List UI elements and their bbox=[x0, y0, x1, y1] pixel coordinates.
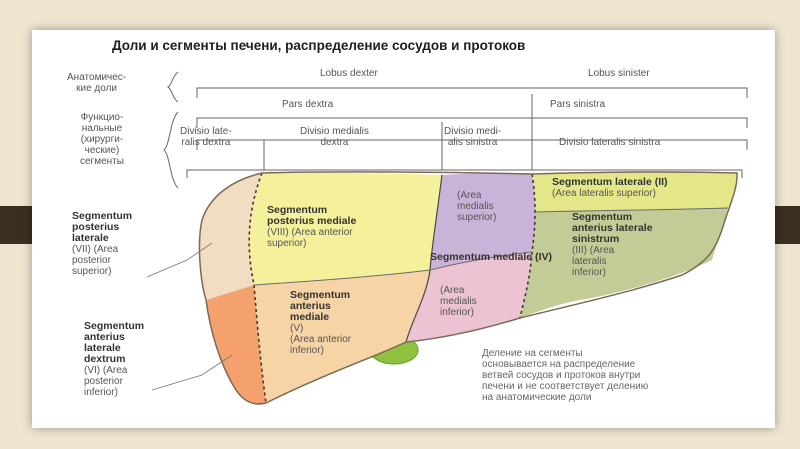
anatomical-lobes-label: Анатомичес-кие доли bbox=[67, 72, 127, 94]
pars-dextra-label: Pars dextra bbox=[282, 99, 334, 110]
segment-iii-label: Segmentum anterius laterale sinistrum (I… bbox=[572, 211, 653, 279]
segment-iv-superior bbox=[430, 173, 536, 270]
liver-diagram bbox=[146, 71, 748, 405]
segment-iv-inferior bbox=[406, 252, 532, 342]
segment-iv-superior-label: (Area medialis superior) bbox=[457, 190, 497, 223]
segment-vi bbox=[206, 285, 266, 404]
figure-title: Доли и сегменты печени, распределение со… bbox=[112, 38, 526, 53]
segment-iv-label: Segmentum mediale (IV) bbox=[430, 251, 552, 263]
segment-iv-inferior-label: (Area medialis inferior) bbox=[440, 285, 477, 318]
segment-ii bbox=[532, 171, 738, 212]
slide-image: Доли и сегменты печени, распределение со… bbox=[32, 30, 775, 428]
segment-viii bbox=[249, 172, 442, 285]
segment-viii-label: Segmentum posterius mediale (VIII) (Area… bbox=[267, 204, 357, 250]
segment-ii-label: Segmentum laterale (II) (Area lateralis … bbox=[552, 176, 668, 200]
lobus-dexter-label: Lobus dexter bbox=[320, 68, 378, 79]
liver-outline bbox=[198, 171, 738, 405]
pars-sinistra-label: Pars sinistra bbox=[550, 99, 606, 110]
lobus-sinister-label: Lobus sinister bbox=[588, 68, 650, 79]
divisio-lateralis-sinistra-label: Divisio lateralis sinistra bbox=[559, 137, 661, 148]
segment-vi-label: Segmentum anterius laterale dextrum (VI)… bbox=[84, 320, 145, 399]
divisio-lateralis-dextra-label: Divisio late-ralis dextra bbox=[180, 126, 232, 148]
segmentation-note: Деление на сегменты основывается на расп… bbox=[482, 348, 649, 403]
segment-vii bbox=[199, 173, 262, 300]
segment-v bbox=[254, 270, 430, 403]
segment-iii bbox=[520, 208, 728, 318]
segment-v-label: Segmentum anterius mediale (V) (Area ant… bbox=[290, 289, 352, 357]
divisio-medialis-sinistra-label: Divisio medi-alis sinistra bbox=[444, 126, 502, 148]
segment-vii-label: Segmentum posterius laterale (VII) (Area… bbox=[72, 210, 133, 278]
functional-segments-label: Функцио-нальные(хирурги-ческие)сегменты bbox=[80, 112, 124, 167]
